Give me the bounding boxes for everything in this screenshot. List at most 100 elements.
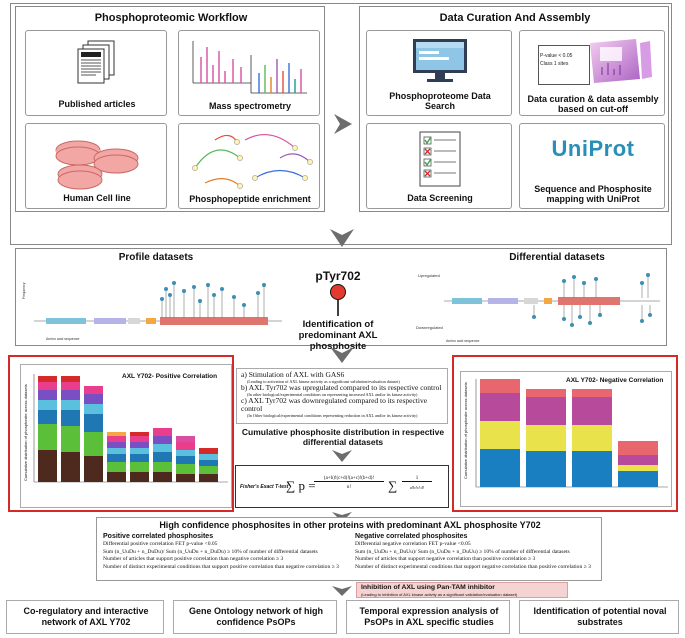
class-text: Class 1 sites [540,61,569,67]
output-card-substrates: Identification of potential noval substr… [519,600,679,634]
positive-criteria-title: Positive correlated phosphosites [103,533,214,540]
data-curation-card: P-value < 0.05 Class 1 sites Data curati… [519,30,665,116]
articles-icon [77,40,115,84]
positive-bar-chart [33,374,228,483]
high-confidence-panel: High confidence phosphosites in other pr… [96,517,602,581]
mass-spectrometry-card: Mass spectrometry [178,30,320,116]
fisher-numerator: (a+b)!(c+d)!(a+c)!(b+d)! [314,476,384,482]
inhibition-title: Inhibition of AXL using Pan-TAM inhibito… [361,584,495,591]
checklist-icon [419,131,461,187]
data-screening-card: Data Screening [366,123,512,209]
arrow-down-icon [332,586,352,596]
condition-a-note: (Leading to activation of AXL kinase act… [247,379,400,384]
arrow-right-icon [334,114,352,134]
negative-chart-ylabel: Cumulative distribution of phosphosite a… [463,382,468,479]
positive-chart-panel: AXL Y702- Positive Correlation Cumulativ… [8,355,234,512]
condition-c: c) AXL Tyr702 was downregulated compared… [241,396,428,413]
positive-criterion: Number of articles that support positive… [103,556,284,562]
fisher-box: Fisher's Exact T-test ∑ p = (a+b)!(c+d)!… [235,465,449,508]
fisher-inner: 1 [402,476,432,482]
conditions-box: a) Stimulation of AXL with GAS6 (Leading… [236,368,448,424]
human-cell-line-label: Human Cell line [63,193,131,203]
output-substrates-label: Identification of potential noval substr… [533,606,667,627]
data-search-label: Phosphoproteome Data Search [389,91,491,111]
curation-panel: Data Curation And Assembly Phosphoproteo… [359,6,669,212]
fisher-label: Fisher's Exact T-test [240,484,289,490]
cumulative-caption: Cumulative phosphosite distribution in r… [241,427,445,447]
published-articles-card: Published articles [25,30,167,116]
arrow-down-icon [330,347,354,363]
negative-bar-chart [475,379,668,488]
profile-axis-y-label: Frequency [22,282,26,299]
output-temporal-label: Temporal expression analysis of PsOPs in… [359,606,499,627]
mass-spectrometry-label: Mass spectrometry [208,101,292,111]
uniprot-logo: UniProt [551,136,635,161]
profile-title: Profile datasets [118,252,194,263]
workflow-title: Phosphoproteomic Workflow [94,12,248,24]
differential-title: Differential datasets [509,252,605,263]
profile-axis-x-label: Amino acid sequence [46,337,80,341]
negative-criterion: Number of distinct experimental conditio… [355,563,591,570]
datasets-panel: Profile datasets Differential datasets A… [15,248,667,352]
human-cell-line-card: Human Cell line [25,123,167,209]
curation-title: Data Curation And Assembly [439,12,591,24]
condition-b-note: (In other biological/experimental condit… [247,392,418,397]
positive-criterion: Differential positive correlation FET p-… [103,541,218,547]
differential-axis-x-label: Amino acid sequence [446,339,480,343]
negative-criterion: Sum (n_UuDu + n_DuUu)/ Sum (n_UuDu + n_D… [355,548,570,555]
uniprot-label: Sequence and Phosphosite mapping with Un… [534,184,652,204]
data-screening-label: Data Screening [407,193,473,203]
arrow-down-icon [332,450,352,462]
negative-criterion: Number of articles that support negative… [355,556,536,562]
positive-criteria: Positive correlated phosphosites Differe… [103,532,349,571]
output-network-label: Co-regulatory and interactive network of… [23,606,149,627]
positive-chart-ylabel: Cumulative distribution of phosphosite a… [23,384,28,481]
output-card-network: Co-regulatory and interactive network of… [6,600,164,634]
high-confidence-title: High confidence phosphosites in other pr… [159,520,541,530]
positive-criterion: Number of distinct experimental conditio… [103,563,339,570]
monitor-icon [413,39,467,82]
workflow-panel: Phosphoproteomic Workflow Published arti… [15,6,325,212]
downregulated-label: Downregulated [416,325,443,330]
output-card-gene-ontology: Gene Ontology network of high confidence… [173,600,337,634]
center-site: pTyr702 [315,269,361,283]
negative-criteria: Negative correlated phosphosites Differe… [355,532,601,571]
negative-criterion: Differential negative correlation FET p-… [355,541,471,547]
condition-b: b) AXL Tyr702 was upregulated compared t… [241,383,442,392]
negative-chart-card [460,371,672,507]
fisher-denominator: n! [346,485,352,490]
fisher-inner-den: a!b!c!d! [409,485,425,490]
output-card-temporal: Temporal expression analysis of PsOPs in… [346,600,510,634]
condition-a: a) Stimulation of AXL with GAS6 [241,370,345,379]
output-gene-ontology-label: Gene Ontology network of high confidence… [189,606,323,627]
cutoff-sheet [538,45,590,85]
condition-c-note: (In Other biological/experimental condit… [247,413,418,418]
inhibition-box: Inhibition of AXL using Pan-TAM inhibito… [356,582,568,598]
uniprot-card: UniProt Sequence and Phosphosite mapping… [519,123,665,209]
published-articles-label: Published articles [58,99,136,109]
negative-chart-title: AXL Y702- Negative Correlation [566,377,664,384]
sigma-symbol: ∑ [388,478,398,493]
phospho-pin-icon [330,284,346,316]
sigma-symbol: ∑ p = [286,478,316,493]
filter-funnel-icon [590,39,652,83]
data-curation-label: Data curation & data assembly based on c… [527,94,659,114]
phosphopeptide-enrichment-label: Phosphopeptide enrichment [189,194,311,204]
upregulated-label: Upregulated [418,273,440,278]
center-caption: Identification of predominant AXL phosph… [298,319,378,352]
positive-chart-title: AXL Y702- Positive Correlation [122,373,218,380]
pvalue-text: P-value < 0.05 [540,53,573,59]
arrow-down-icon [330,229,354,247]
differential-lollipop-plot [444,273,660,327]
phosphopeptide-enrichment-card: Phosphopeptide enrichment [178,123,320,209]
positive-bar [38,376,57,482]
negative-criteria-title: Negative correlated phosphosites [355,533,468,540]
mass-spectrum-icon [192,41,307,94]
positive-chart-card [20,364,232,508]
profile-lollipop-plot [34,281,282,325]
data-search-card: Phosphoproteome Data Search [366,30,512,116]
phosphopeptide-icon [192,133,313,189]
negative-chart-panel: AXL Y702- Negative Correlation Cumulativ… [452,355,678,512]
petri-dish-icon [55,140,139,190]
positive-criterion: Sum (n_UuDu + n_DuDu)/ Sum (n_UuDu + n_D… [103,548,318,555]
